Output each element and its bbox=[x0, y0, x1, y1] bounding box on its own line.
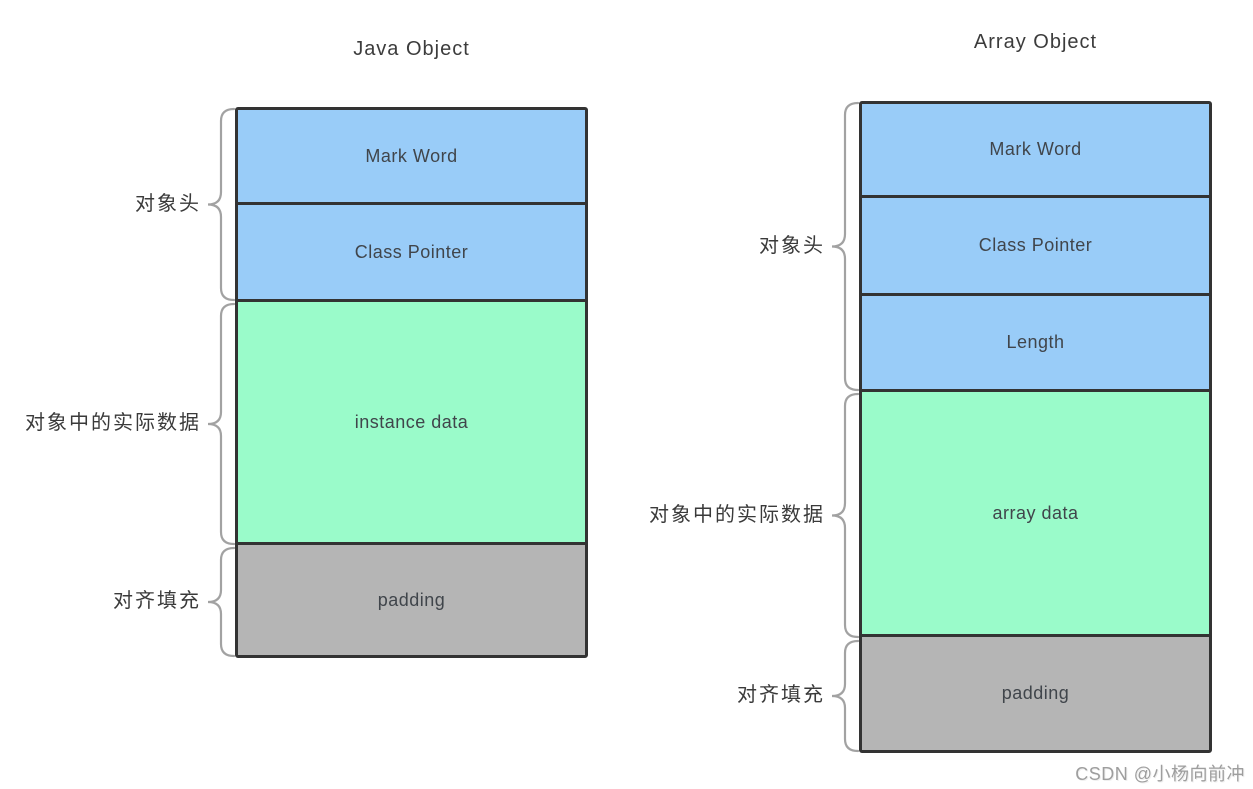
row-array-data: array data bbox=[862, 392, 1209, 637]
row-mark-word: Mark Word bbox=[238, 110, 585, 205]
java-object-box: Mark Word Class Pointer instance data pa… bbox=[235, 107, 588, 658]
row-padding: padding bbox=[238, 545, 585, 655]
array-object-header-brace bbox=[831, 101, 860, 392]
array-padding-brace bbox=[831, 639, 860, 753]
row-padding-label: padding bbox=[1001, 683, 1070, 703]
row-class-pointer-label: Class Pointer bbox=[354, 241, 469, 262]
java-padding-brace bbox=[207, 546, 236, 658]
row-mark-word-label: Mark Word bbox=[365, 145, 458, 166]
csdn-watermark: CSDN @小杨向前冲 bbox=[1075, 764, 1245, 784]
array-padding-group-label: 对齐填充 bbox=[737, 684, 825, 706]
row-mark-word-label: Mark Word bbox=[989, 139, 1082, 159]
row-instance-data-label: instance data bbox=[354, 411, 469, 432]
array-data-brace bbox=[831, 392, 860, 639]
row-mark-word: Mark Word bbox=[862, 104, 1209, 198]
array-actual-data-group-label: 对象中的实际数据 bbox=[649, 504, 825, 526]
array-object-box: Mark Word Class Pointer Length array dat… bbox=[859, 101, 1212, 753]
row-class-pointer: Class Pointer bbox=[238, 205, 585, 302]
row-array-data-label: array data bbox=[992, 502, 1079, 523]
array-object-title: Array Object bbox=[973, 31, 1098, 53]
row-padding: padding bbox=[862, 637, 1209, 750]
array-object-header-group-label: 对象头 bbox=[759, 235, 825, 257]
row-instance-data: instance data bbox=[238, 302, 585, 545]
java-actual-data-group-label: 对象中的实际数据 bbox=[25, 412, 201, 434]
row-class-pointer-label: Class Pointer bbox=[978, 235, 1093, 255]
java-object-title: Java Object bbox=[353, 38, 470, 60]
java-object-header-group-label: 对象头 bbox=[135, 193, 201, 215]
java-object-header-brace bbox=[207, 107, 236, 302]
row-length-label: Length bbox=[1006, 332, 1065, 352]
row-class-pointer: Class Pointer bbox=[862, 198, 1209, 296]
java-instance-data-brace bbox=[207, 302, 236, 546]
row-padding-label: padding bbox=[377, 589, 446, 610]
row-length: Length bbox=[862, 296, 1209, 392]
java-padding-group-label: 对齐填充 bbox=[113, 590, 201, 612]
